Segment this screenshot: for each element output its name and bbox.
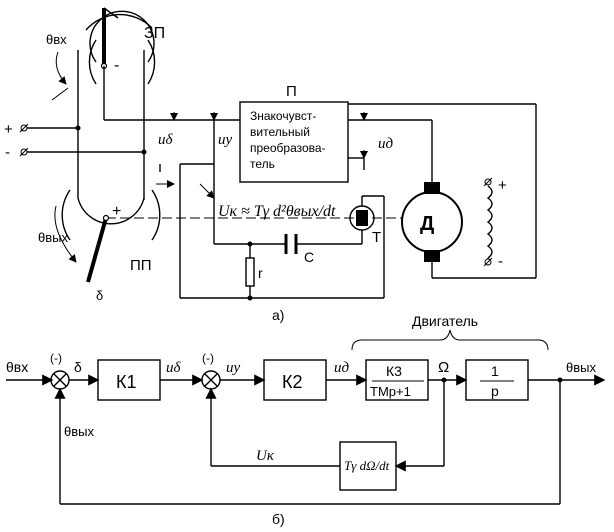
integ-den: p	[491, 383, 499, 399]
block-diagram: θвх (-) δ К1 uδ (-) uу К2 uд Двигатель	[6, 313, 606, 527]
tachogenerator: Т	[349, 195, 385, 298]
supply-minus: -	[5, 144, 10, 161]
u-d-b: uд	[334, 360, 350, 376]
uk-formula: Uк ≈ Tγ d²θвых/dt	[218, 203, 336, 220]
label-theta-out: θвых	[38, 230, 68, 245]
tach-formula: Tγ dΩ/dt	[344, 458, 390, 473]
label-u-d: uд	[378, 136, 394, 152]
caption-a: а)	[272, 307, 284, 323]
delta-b: δ	[74, 359, 82, 375]
motor-brace	[351, 329, 549, 351]
converter-line-3: преобразова-	[250, 141, 326, 155]
pot-bottom-plus: +	[112, 203, 121, 220]
converter-line-1: Знакочувст-	[250, 109, 316, 123]
label-u-y: uу	[218, 132, 233, 148]
converter-box	[239, 101, 349, 183]
feedback-out: θвых	[64, 424, 94, 439]
summator-1	[50, 370, 70, 390]
input-potentiometer: - ЗП θвх	[46, 7, 165, 101]
converter-line-2: вительный	[250, 125, 310, 139]
in-signal: θвх	[6, 359, 28, 375]
label-delta-a: δ	[96, 288, 103, 303]
feedback-potentiometer: + ПП θвых δ	[38, 189, 161, 303]
supply-plus: +	[4, 121, 13, 138]
converter-line-4: тель	[250, 157, 275, 171]
uk-b: Uк	[256, 448, 275, 464]
label-theta-in: θвх	[46, 32, 67, 47]
omega: Ω	[438, 359, 449, 376]
label-d: Д	[420, 213, 434, 235]
integ-num: 1	[491, 363, 499, 379]
label-u-delta: uδ	[158, 132, 174, 148]
motor: Д	[401, 182, 463, 262]
field-winding: + -	[483, 177, 507, 270]
minus-sign-1: (-)	[50, 351, 62, 365]
summator-2	[201, 370, 221, 390]
motor-label: Двигатель	[412, 313, 478, 329]
k3-den: TМp+1	[370, 384, 411, 399]
k3-num: К3	[386, 363, 402, 379]
field-plus: +	[498, 177, 507, 194]
pot-top-minus: -	[114, 57, 119, 74]
u-delta-b: uδ	[166, 360, 182, 376]
out-signal: θвых	[566, 360, 596, 375]
label-pp: ПП	[130, 257, 152, 274]
resistor	[245, 257, 255, 287]
k1: К1	[116, 372, 137, 392]
u-y-b: uу	[226, 360, 241, 376]
label-t: Т	[372, 229, 381, 246]
label-p: П	[286, 83, 297, 100]
field-minus: -	[498, 253, 503, 270]
schematic: - ЗП θвх + - П Знакочувст- вительный пре…	[4, 7, 537, 323]
label-r: r	[258, 265, 263, 281]
label-c: С	[304, 249, 314, 265]
label-zp: ЗП	[144, 25, 165, 42]
k2: К2	[282, 372, 303, 392]
caption-b: б)	[272, 511, 285, 527]
minus-sign-2: (-)	[202, 351, 214, 365]
